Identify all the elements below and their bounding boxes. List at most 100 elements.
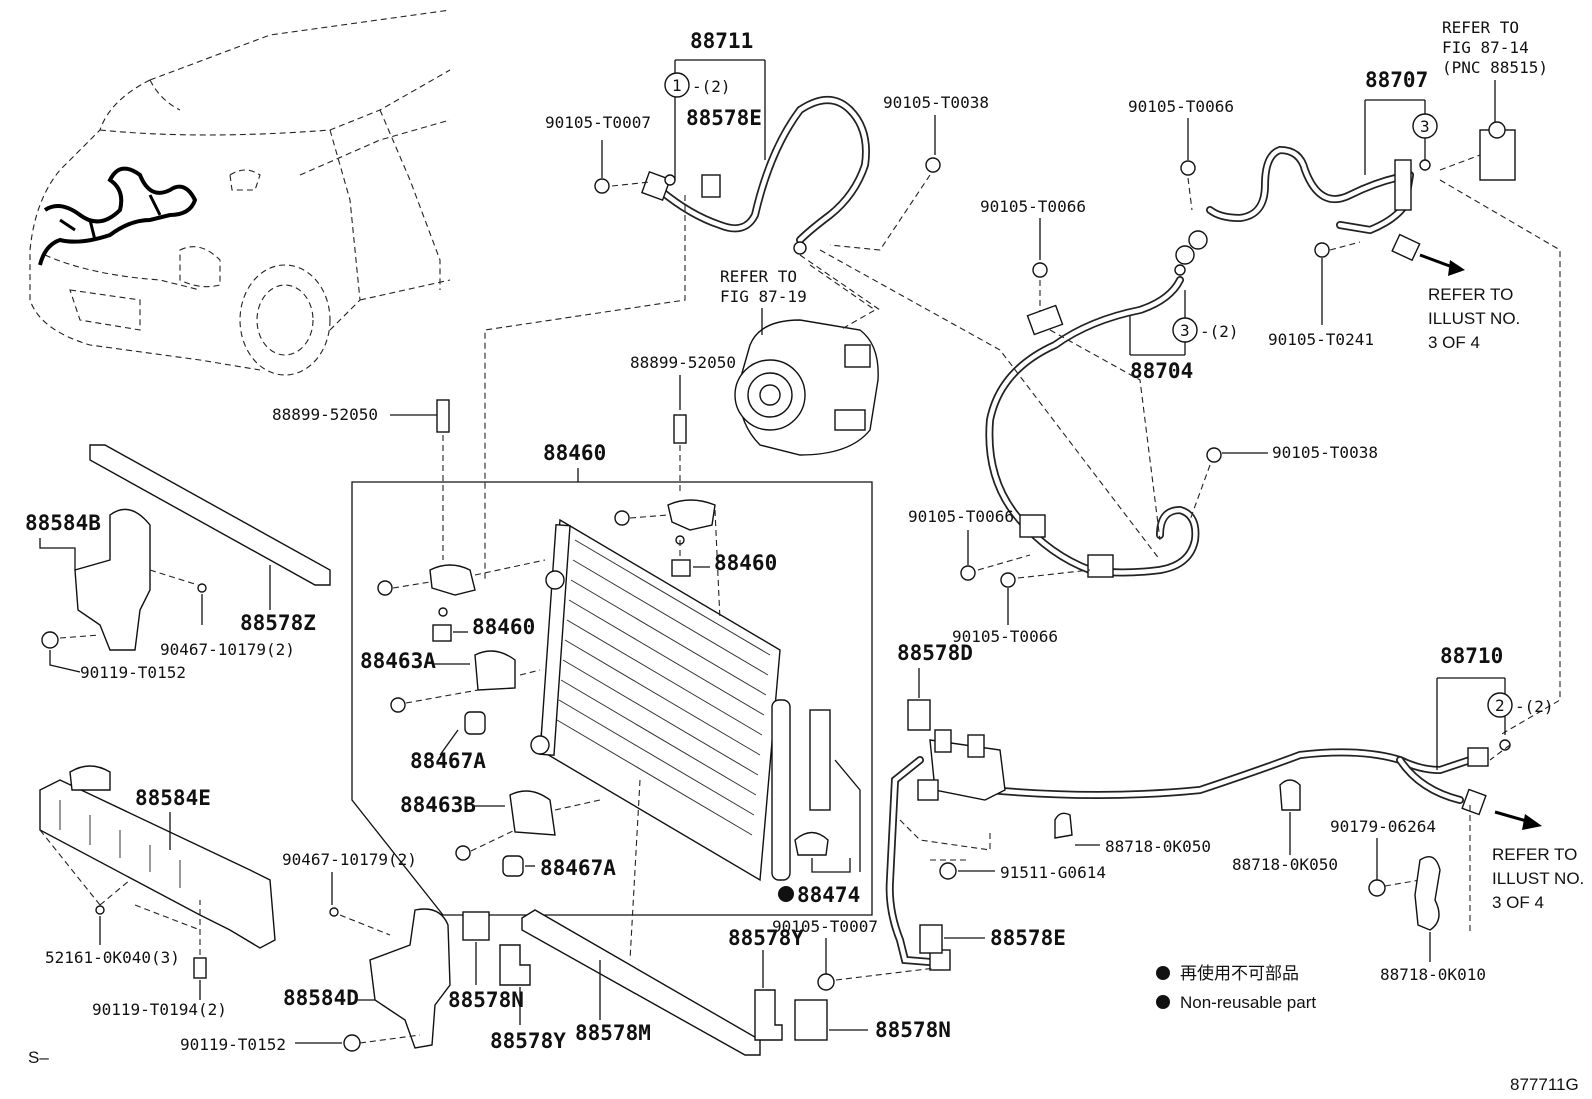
- part-label-88578d: 88578D: [897, 641, 973, 665]
- ref-line: 3 OF 4: [1428, 333, 1480, 352]
- part-label-88578n: 88578N: [875, 1018, 951, 1042]
- bolt-icon: [1206, 447, 1222, 463]
- callout-circle-3: [1172, 317, 1198, 343]
- ref-line: REFER TO: [720, 267, 797, 286]
- part-label-88460: 88460: [714, 551, 777, 575]
- part-label-88578e: 88578E: [990, 926, 1066, 950]
- part-label-88460: 88460: [543, 441, 606, 465]
- part-label-clip: 52161-0K040(3): [45, 948, 180, 967]
- callout-qty: -(2): [1200, 322, 1239, 341]
- seal-block: [907, 699, 931, 731]
- callout-number: 3: [1180, 321, 1190, 340]
- seal-88584b: [74, 508, 151, 651]
- callout-qty: -(2): [692, 77, 731, 96]
- bolt-icon: [817, 973, 835, 991]
- callout-circle-3: [1412, 113, 1438, 139]
- suction-hose-88704: [985, 230, 1208, 578]
- bolt-icon: [939, 862, 957, 880]
- seal-88578m: [521, 909, 761, 1056]
- part-label-bolt: 91511-G0614: [1000, 863, 1106, 882]
- part-label-88584e: 88584E: [135, 786, 211, 810]
- legend-jp: 再使用不可部品: [1180, 963, 1299, 983]
- undercover-88584e: [39, 765, 276, 949]
- callout-number: 3: [1420, 117, 1430, 136]
- part-label-88460: 88460: [472, 615, 535, 639]
- part-label-bolt: 90105-T0007: [772, 917, 878, 936]
- part-label-bolt: 90105-T0066: [908, 507, 1014, 526]
- part-label-88578z: 88578Z: [240, 611, 316, 635]
- part-label-bolt: 90105-T0066: [952, 627, 1058, 646]
- clamp-icon: [1279, 779, 1301, 811]
- ref-line: 3 OF 4: [1492, 893, 1544, 912]
- bolt-icon: [377, 580, 393, 596]
- part-label-clamp: 88718-0K050: [1232, 855, 1338, 874]
- bolt-icon: [673, 414, 687, 444]
- part-label-bolt: 90105-T0066: [1128, 97, 1234, 116]
- callout-number: 1: [672, 76, 682, 95]
- bolt-icon: [614, 510, 630, 526]
- part-label-88578e: 88578E: [686, 106, 762, 130]
- part-label-bolt: 90119-T0194(2): [92, 1000, 227, 1019]
- part-label-clip: 90467-10179(2): [282, 850, 417, 869]
- corner-mark: S–: [28, 1048, 49, 1067]
- bracket-88718-0k010: [1414, 856, 1441, 931]
- part-label-bolt: 88899-52050: [272, 405, 378, 424]
- part-label-88578y: 88578Y: [490, 1029, 566, 1053]
- bolt-icon: [390, 697, 406, 713]
- ref-line: ILLUST NO.: [1492, 869, 1584, 888]
- part-label-88711: 88711: [690, 29, 753, 53]
- bolt-icon: [1000, 572, 1016, 588]
- legend-dot: [1156, 966, 1170, 980]
- part-label-bolt: 90179-06264: [1330, 817, 1436, 836]
- part-label-88578y: 88578Y: [728, 926, 804, 950]
- part-label-88704: 88704: [1130, 359, 1193, 383]
- bolt-icon: [41, 631, 59, 649]
- part-label-88578n: 88578N: [448, 988, 524, 1012]
- ref-line: FIG 87-14: [1442, 38, 1529, 57]
- ref-line: REFER TO: [1428, 285, 1513, 304]
- bolt-icon: [1180, 160, 1196, 176]
- bolt-icon: [343, 1034, 361, 1052]
- seal-block: [462, 911, 490, 941]
- ref-line: REFER TO: [1442, 18, 1519, 37]
- bolt-icon: [594, 178, 610, 194]
- bolt-icon: [1314, 242, 1330, 258]
- condenser-assembly-outline: [351, 481, 873, 916]
- non-reusable-marker: [778, 886, 794, 902]
- part-label-bolt: 90105-T0066: [980, 197, 1086, 216]
- bolt-icon: [1032, 262, 1048, 278]
- bolt-icon: [925, 157, 941, 173]
- part-label-bolt: 90119-T0152: [80, 663, 186, 682]
- legend-dot: [1156, 995, 1170, 1009]
- part-label-88584b: 88584B: [25, 511, 101, 535]
- seal-block: [919, 924, 943, 954]
- bolt-icon: [455, 845, 471, 861]
- bolt-icon: [193, 957, 207, 979]
- seal-block: [754, 989, 783, 1041]
- part-label-bolt: 90105-T0241: [1268, 330, 1374, 349]
- part-label-bolt: 90105-T0038: [883, 93, 989, 112]
- vehicle-illustration: [29, 9, 451, 376]
- part-label-bolt: 90105-T0038: [1272, 443, 1378, 462]
- radiator-seal-88578z: [89, 444, 331, 586]
- part-label-bolt: 90119-T0152: [180, 1035, 286, 1054]
- discharge-hose-88711: [641, 96, 870, 255]
- callout-qty: -(2): [1515, 697, 1554, 716]
- ref-line: FIG 87-19: [720, 287, 807, 306]
- part-label-bolt: 88899-52050: [630, 353, 736, 372]
- seal-block: [794, 999, 828, 1041]
- part-label-88707: 88707: [1365, 68, 1428, 92]
- part-label-88710: 88710: [1440, 644, 1503, 668]
- clip-icon: [197, 583, 207, 593]
- part-label-bolt: 90105-T0007: [545, 113, 651, 132]
- part-label-88467a: 88467A: [410, 749, 486, 773]
- part-label-88578m: 88578M: [575, 1021, 651, 1045]
- callout-circle-1: [664, 72, 690, 98]
- callout-circle-2: [1487, 692, 1513, 718]
- clamp-icon: [1054, 812, 1073, 839]
- part-label-88584d: 88584D: [283, 986, 359, 1010]
- ref-line: REFER TO: [1492, 845, 1577, 864]
- callout-number: 2: [1495, 696, 1505, 715]
- condenser-core: [530, 518, 831, 882]
